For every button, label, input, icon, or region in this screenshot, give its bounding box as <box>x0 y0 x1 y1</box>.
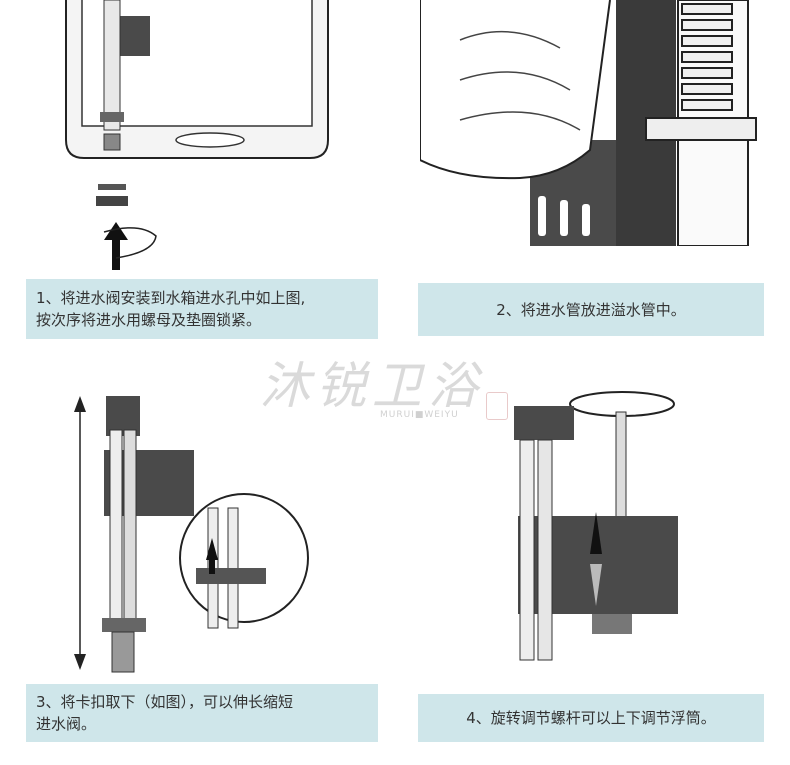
illustration-tank-install <box>60 0 350 272</box>
watermark-seal-icon <box>486 392 508 420</box>
caption-step-3-line2: 进水阀。 <box>36 715 97 733</box>
caption-step-2: 2、将进水管放进溢水管中。 <box>418 283 764 336</box>
caption-step-3-line1: 3、将卡扣取下（如图），可以伸长缩短 <box>36 693 294 711</box>
caption-step-3: 3、将卡扣取下（如图），可以伸长缩短 进水阀。 <box>26 684 378 742</box>
caption-step-1: 1、将进水阀安装到水箱进水孔中如上图, 按次序将进水用螺母及垫圈锁紧。 <box>26 279 378 339</box>
illustration-adjust-float <box>508 386 688 664</box>
watermark-brand-text: 沐锐卫浴 <box>260 357 484 415</box>
illustration-extend-valve <box>66 390 386 680</box>
caption-step-4: 4、旋转调节螺杆可以上下调节浮筒。 <box>418 694 764 742</box>
caption-step-2-line1: 2、将进水管放进溢水管中。 <box>496 300 686 319</box>
watermark-subtext: MURUI■WEIYU <box>380 410 459 420</box>
illustration-hose-overflow <box>420 0 760 246</box>
caption-step-1-line1: 1、将进水阀安装到水箱进水孔中如上图, <box>36 289 306 307</box>
brand-watermark: 沐锐卫浴 MURUI■WEIYU <box>260 346 520 436</box>
caption-step-4-line1: 4、旋转调节螺杆可以上下调节浮筒。 <box>466 709 716 727</box>
caption-step-1-line2: 按次序将进水用螺母及垫圈锁紧。 <box>36 311 262 329</box>
